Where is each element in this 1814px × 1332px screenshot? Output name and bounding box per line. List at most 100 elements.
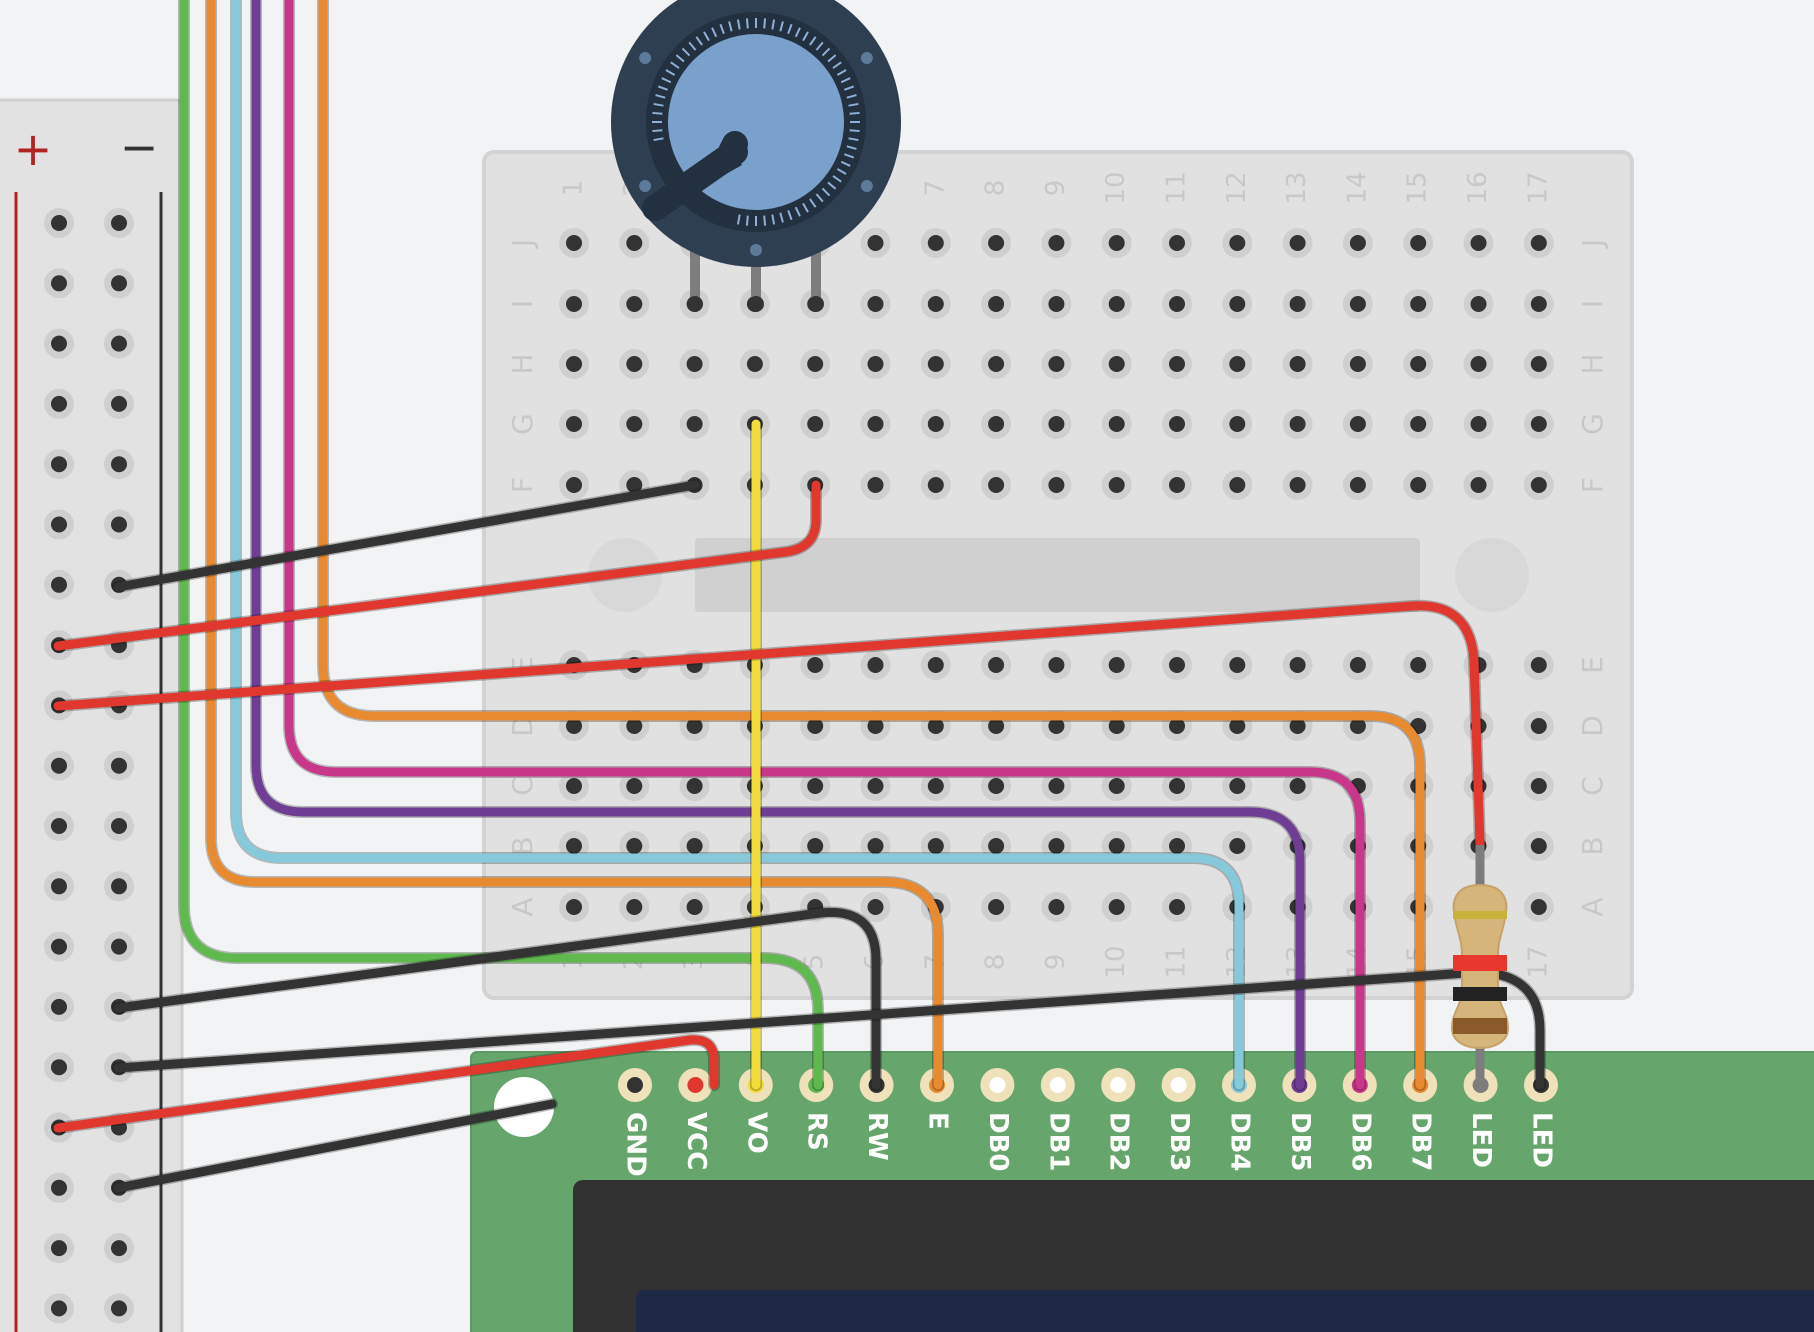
breadboard-hole[interactable] (1169, 296, 1185, 312)
breadboard-hole[interactable] (1108, 296, 1125, 312)
rail-hole-minus[interactable] (111, 818, 127, 834)
breadboard-hole[interactable] (807, 356, 824, 372)
breadboard-hole[interactable] (1530, 899, 1547, 915)
breadboard-hole[interactable] (927, 416, 944, 432)
breadboard-hole[interactable] (1229, 416, 1246, 432)
breadboard-hole[interactable] (1229, 296, 1246, 312)
rail-hole-plus[interactable] (51, 395, 67, 412)
breadboard-hole[interactable] (988, 296, 1005, 312)
breadboard-hole[interactable] (988, 778, 1005, 794)
breadboard-hole[interactable] (1169, 718, 1185, 734)
lcd-pin-db0[interactable] (989, 1077, 1006, 1093)
breadboard-hole[interactable] (686, 718, 703, 734)
rail-hole-minus[interactable] (111, 1300, 127, 1317)
breadboard-hole[interactable] (927, 477, 944, 493)
breadboard-hole[interactable] (867, 718, 884, 734)
wire-orange-e[interactable] (206, 0, 943, 1090)
breadboard-hole[interactable] (867, 778, 884, 794)
breadboard-hole[interactable] (1470, 356, 1487, 372)
breadboard-hole[interactable] (1169, 235, 1185, 251)
breadboard-hole[interactable] (1470, 416, 1487, 432)
breadboard-hole[interactable] (1349, 657, 1366, 673)
breadboard-hole[interactable] (1349, 477, 1366, 493)
rail-hole-minus[interactable] (111, 878, 127, 895)
breadboard-hole[interactable] (1229, 718, 1246, 734)
breadboard-hole[interactable] (1289, 356, 1306, 372)
breadboard-hole[interactable] (867, 838, 884, 854)
rail-hole-plus[interactable] (51, 998, 67, 1015)
breadboard-hole[interactable] (1048, 296, 1065, 312)
breadboard-hole[interactable] (1410, 356, 1427, 372)
breadboard-hole[interactable] (686, 778, 703, 794)
breadboard-hole[interactable] (1530, 778, 1547, 794)
lcd-pin-db3[interactable] (1170, 1077, 1187, 1093)
rail-hole-minus[interactable] (111, 1240, 127, 1257)
breadboard-hole[interactable] (566, 718, 582, 734)
breadboard-hole[interactable] (626, 296, 643, 312)
breadboard-hole[interactable] (1470, 477, 1487, 493)
breadboard-hole[interactable] (1289, 657, 1306, 673)
breadboard-hole[interactable] (1410, 477, 1427, 493)
breadboard-hole[interactable] (807, 718, 824, 734)
breadboard-hole[interactable] (1169, 899, 1185, 915)
rail-hole-plus[interactable] (51, 275, 67, 292)
breadboard-hole[interactable] (1048, 657, 1065, 673)
breadboard-hole[interactable] (626, 235, 643, 251)
breadboard-hole[interactable] (807, 657, 824, 673)
breadboard-hole[interactable] (1289, 477, 1306, 493)
lcd-pin-db2[interactable] (1110, 1077, 1127, 1093)
breadboard-hole[interactable] (1530, 718, 1547, 734)
breadboard-hole[interactable] (1530, 838, 1547, 854)
breadboard-hole[interactable] (1108, 838, 1125, 854)
rail-hole-plus[interactable] (51, 456, 67, 473)
rail-hole-minus[interactable] (111, 456, 127, 473)
breadboard-hole[interactable] (626, 356, 643, 372)
breadboard-hole[interactable] (1349, 296, 1366, 312)
rail-hole-minus[interactable] (111, 757, 127, 774)
breadboard-hole[interactable] (807, 838, 824, 854)
breadboard-hole[interactable] (988, 899, 1005, 915)
breadboard-hole[interactable] (1048, 778, 1065, 794)
rail-hole-plus[interactable] (51, 516, 67, 533)
breadboard-hole[interactable] (626, 416, 643, 432)
breadboard-hole[interactable] (1169, 657, 1185, 673)
breadboard-hole[interactable] (1289, 416, 1306, 432)
rail-hole-plus[interactable] (51, 1240, 67, 1257)
breadboard-hole[interactable] (1289, 718, 1306, 734)
breadboard-hole[interactable] (867, 416, 884, 432)
breadboard-hole[interactable] (566, 416, 582, 432)
breadboard-hole[interactable] (1108, 356, 1125, 372)
breadboard-hole[interactable] (1530, 235, 1547, 251)
breadboard-hole[interactable] (1530, 657, 1547, 673)
breadboard-hole[interactable] (1530, 477, 1547, 493)
breadboard-hole[interactable] (1048, 477, 1065, 493)
breadboard-hole[interactable] (566, 838, 582, 854)
wire-lightblue-db4[interactable] (231, 0, 1244, 1090)
breadboard-hole[interactable] (867, 899, 884, 915)
breadboard-hole[interactable] (626, 899, 643, 915)
breadboard-hole[interactable] (988, 657, 1005, 673)
breadboard-hole[interactable] (566, 296, 582, 312)
rail-hole-plus[interactable] (51, 335, 67, 352)
breadboard-hole[interactable] (1108, 899, 1125, 915)
rail-hole-minus[interactable] (111, 938, 127, 955)
breadboard-hole[interactable] (988, 477, 1005, 493)
breadboard-hole[interactable] (566, 778, 582, 794)
lcd-pin-db1[interactable] (1049, 1077, 1066, 1093)
breadboard-hole[interactable] (1410, 657, 1427, 673)
rail-hole-plus[interactable] (51, 576, 67, 593)
breadboard-hole[interactable] (1410, 235, 1427, 251)
breadboard-hole[interactable] (1169, 477, 1185, 493)
breadboard-hole[interactable] (988, 838, 1005, 854)
breadboard-hole[interactable] (626, 778, 643, 794)
breadboard-hole[interactable] (1048, 899, 1065, 915)
lcd-pin-gnd[interactable] (627, 1077, 643, 1093)
breadboard-hole[interactable] (1108, 778, 1125, 794)
rail-hole-plus[interactable] (51, 818, 67, 834)
wire-black-gnd[interactable] (113, 1099, 557, 1193)
breadboard-hole[interactable] (566, 899, 582, 915)
wire-magenta-db6[interactable] (284, 0, 1365, 1090)
breadboard-hole[interactable] (1349, 416, 1366, 432)
breadboard-hole[interactable] (927, 356, 944, 372)
rail-hole-minus[interactable] (111, 516, 127, 533)
